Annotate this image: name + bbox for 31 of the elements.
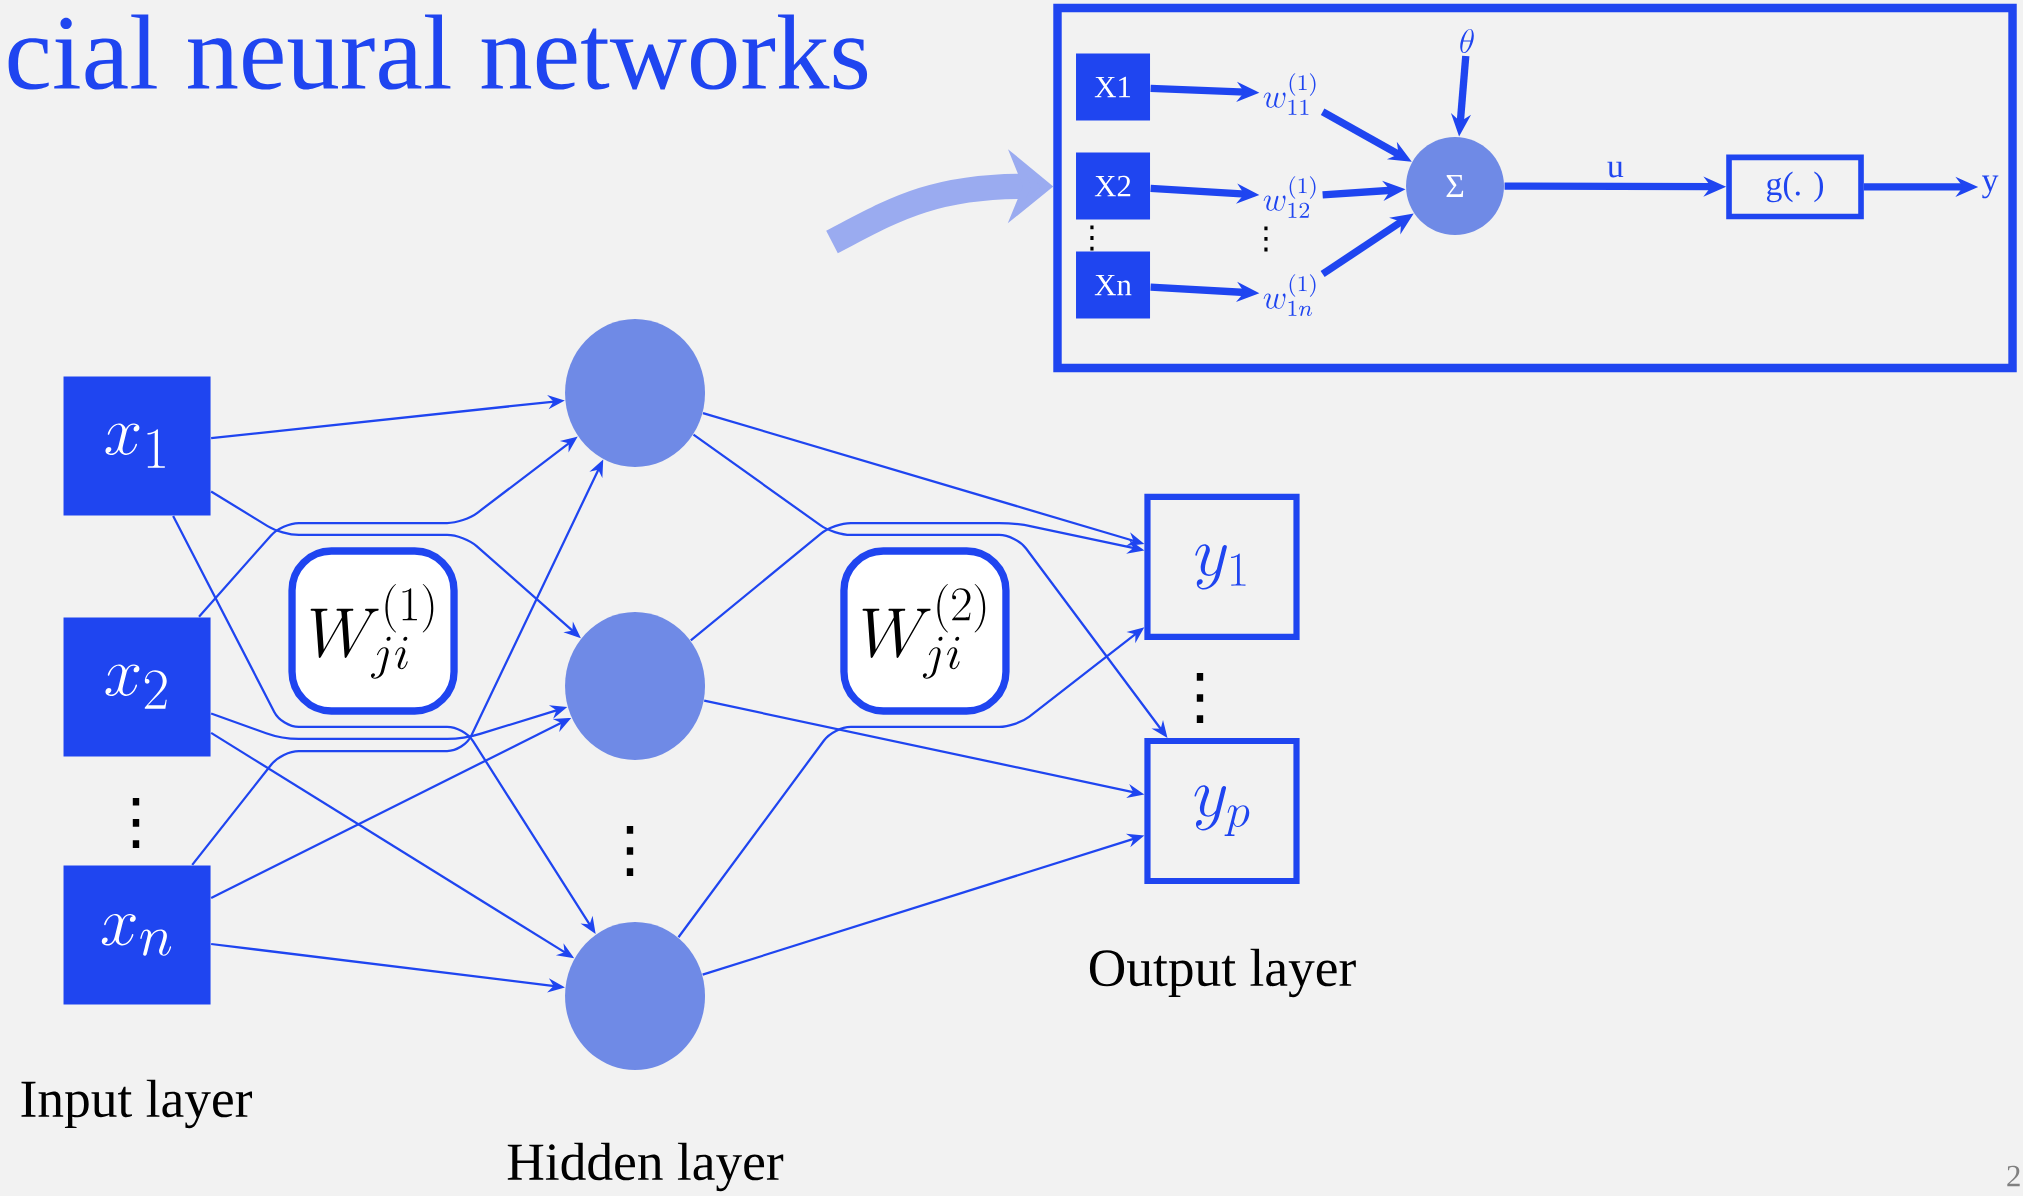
ellipsis: ⋮: [132, 797, 140, 848]
input-box: $x_{n}$: [63, 865, 211, 1005]
ellipsis: ⋮: [1090, 225, 1094, 251]
weight-label: $w_{1n}^{(1)}$: [1263, 274, 1316, 316]
neuron-circle: [565, 318, 706, 467]
input-box: $x_{2}$: [63, 617, 211, 757]
ellipsis: ⋮: [1264, 226, 1268, 252]
weight-box: $W_{ji}^{(1)}$: [288, 547, 458, 715]
layer-label: Hidden layer: [507, 1142, 784, 1192]
output-box: $y_{1}$: [1144, 493, 1300, 641]
edge-label: u: [1604, 158, 1627, 181]
weight-label: $w_{11}^{(1)}$: [1263, 73, 1316, 115]
weight-box: $W_{ji}^{(2)}$: [840, 547, 1010, 715]
layer-label: Input layer: [21, 1079, 252, 1129]
activation-box: g(. ): [1726, 154, 1864, 220]
input-box: X1: [1076, 53, 1150, 121]
bias-label: $\theta$: [1460, 28, 1474, 54]
neuron-circle: [565, 922, 706, 1070]
title: cial neural networks: [8, 14, 868, 90]
output-box: $y_{p}$: [1144, 737, 1300, 885]
layer-label: Output layer: [1089, 948, 1356, 998]
inset-frame: [1053, 3, 2017, 373]
input-box: Xn: [1076, 251, 1150, 319]
output-label: y: [1982, 175, 1999, 199]
ellipsis: ⋮: [1196, 673, 1204, 723]
weight-label: $w_{12}^{(1)}$: [1263, 176, 1316, 218]
page-number: 2: [2007, 1165, 2020, 1187]
input-box: X2: [1076, 152, 1150, 220]
neuron-circle: [565, 612, 706, 760]
ellipsis: ⋮: [626, 826, 634, 876]
input-box: $x_{1}$: [63, 376, 211, 516]
